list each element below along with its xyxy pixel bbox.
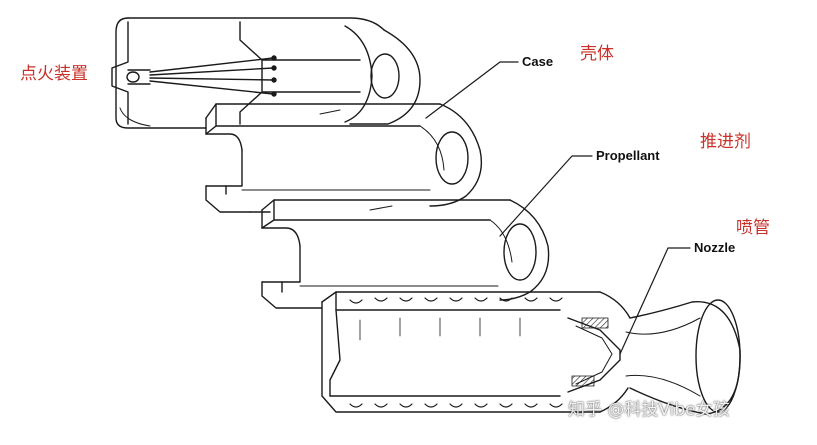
nozzle-label-en: Nozzle (694, 240, 735, 256)
igniter-label-cn: 点火装置 (20, 64, 88, 84)
case-label-en: Case (522, 54, 553, 70)
nozzle-segment (322, 292, 740, 414)
propellant-label-en: Propellant (596, 148, 660, 164)
igniter-segment (112, 18, 420, 128)
propellant-leader-line (500, 156, 592, 236)
case-label-cn: 壳体 (580, 44, 614, 64)
propellant-segment-1 (206, 104, 481, 212)
nozzle-leader-line (620, 248, 690, 354)
case-leader-line (426, 62, 518, 118)
propellant-label-cn: 推进剂 (700, 132, 751, 152)
watermark-text: 知乎 @科技Vibe女孩 (568, 400, 730, 420)
nozzle-label-cn: 喷管 (736, 218, 770, 238)
